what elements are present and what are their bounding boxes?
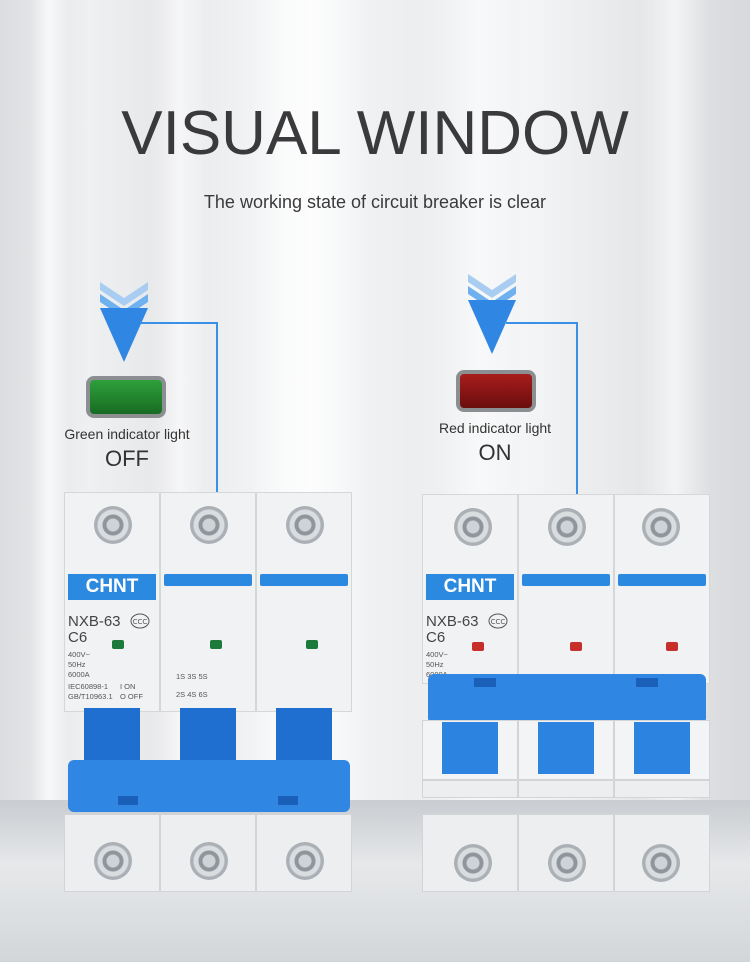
led-green [306, 640, 318, 649]
spec-voltage: 400V~ [68, 650, 90, 659]
screw-icon [190, 506, 228, 544]
screw-icon [286, 506, 324, 544]
rating: C6 [426, 629, 446, 646]
toggle-lever[interactable] [84, 708, 140, 762]
on-label: I ON [120, 682, 136, 691]
spec-capacity: 6000A [68, 670, 90, 679]
led-red [472, 642, 484, 651]
down-arrow-icon [100, 282, 148, 362]
handle-notch [118, 796, 138, 805]
leader-line [506, 322, 578, 324]
leader-line [140, 322, 218, 324]
led-red [666, 642, 678, 651]
indicator-label: Red indicator light [438, 420, 552, 436]
terminal-marks: 1S 3S 5S [176, 672, 208, 681]
screw-icon [642, 844, 680, 882]
blue-strip [618, 574, 706, 586]
green-indicator-light [86, 376, 166, 418]
led-green [112, 640, 124, 649]
page-subtitle: The working state of circuit breaker is … [203, 192, 547, 212]
off-label: O OFF [120, 692, 143, 701]
toggle-handle-bar[interactable] [68, 760, 350, 812]
toggle-lever[interactable] [180, 708, 236, 762]
handle-notch [474, 678, 496, 687]
cert-mark-icon: CCC [488, 613, 508, 629]
toggle-lever[interactable] [442, 722, 498, 774]
screw-icon [286, 842, 324, 880]
page-title: VISUAL WINDOW [121, 99, 629, 168]
screw-icon [454, 844, 492, 882]
handle-notch [636, 678, 658, 687]
pole-module-lower [422, 780, 518, 798]
screw-icon [454, 508, 492, 546]
spec-voltage: 400V~ [426, 650, 448, 659]
red-indicator-light [456, 370, 536, 412]
toggle-lever[interactable] [276, 708, 332, 762]
blue-strip [260, 574, 348, 586]
screw-icon [642, 508, 680, 546]
pole-module [160, 492, 256, 712]
model-number: NXB-63 [426, 613, 479, 630]
screw-icon [548, 508, 586, 546]
toggle-handle-bar[interactable] [428, 674, 706, 724]
spec-frequency: 50Hz [426, 660, 444, 669]
rating: C6 [68, 629, 88, 646]
blue-strip [164, 574, 252, 586]
leader-line [216, 322, 218, 642]
pole-module-lower [518, 780, 614, 798]
brand-logo: CHNT [426, 574, 514, 600]
terminal-marks: 2S 4S 6S [176, 690, 208, 699]
circuit-breaker-on: CHNT NXB-63 C6 CCC 400V~ 50Hz 6000A [422, 494, 712, 894]
pole-module-lower [614, 780, 710, 798]
state-label: OFF [105, 446, 149, 471]
spec-standard: GB/T10963.1 [68, 692, 113, 701]
screw-icon [548, 844, 586, 882]
model-number: NXB-63 [68, 613, 121, 630]
svg-text:CCC: CCC [491, 618, 506, 626]
screw-icon [190, 842, 228, 880]
led-red [570, 642, 582, 651]
leader-line [576, 322, 578, 642]
led-green [210, 640, 222, 649]
svg-text:CCC: CCC [133, 618, 148, 626]
screw-icon [94, 842, 132, 880]
toggle-lever[interactable] [538, 722, 594, 774]
screw-icon [94, 506, 132, 544]
down-arrow-icon [468, 274, 516, 354]
spec-frequency: 50Hz [68, 660, 86, 669]
circuit-breaker-off: CHNT NXB-63 C6 CCC 400V~ 50Hz 6000A IEC6… [64, 492, 352, 892]
cert-mark-icon: CCC [130, 613, 150, 629]
brand-logo: CHNT [68, 574, 156, 600]
state-label: ON [478, 440, 512, 465]
handle-notch [278, 796, 298, 805]
indicator-label: Green indicator light [64, 426, 190, 442]
blue-strip [522, 574, 610, 586]
spec-standard: IEC60898-1 [68, 682, 109, 691]
toggle-lever[interactable] [634, 722, 690, 774]
